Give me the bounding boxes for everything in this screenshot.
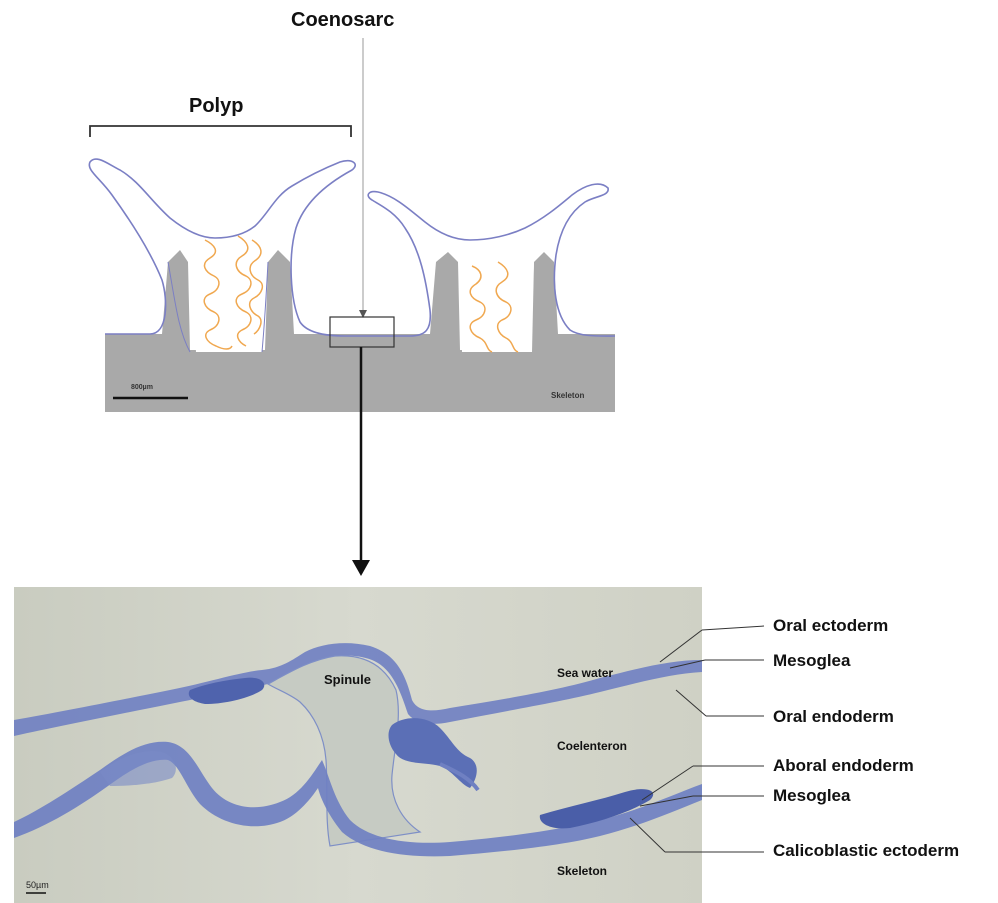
coelenteron-label: Coelenteron (557, 739, 627, 753)
polyp-cup-left (190, 262, 268, 352)
zoom-arrowhead (352, 560, 370, 576)
top-scale-label: 800µm (131, 384, 153, 391)
spinule-label: Spinule (324, 672, 371, 687)
top-skeleton-label: Skeleton (551, 391, 584, 400)
sea-water-label: Sea water (557, 666, 613, 680)
callout-mesoglea-upper: Mesoglea (773, 651, 850, 671)
callout-aboral-endoderm: Aboral endoderm (773, 756, 914, 776)
callout-oral-ectoderm: Oral ectoderm (773, 616, 888, 636)
coenosarc-label: Coenosarc (291, 9, 394, 32)
polyp-bracket (90, 126, 351, 137)
polyp-label: Polyp (189, 95, 243, 118)
callout-oral-endoderm: Oral endoderm (773, 707, 894, 727)
callout-calicoblastic-ectoderm: Calicoblastic ectoderm (773, 841, 959, 861)
leader-oral-ectoderm (702, 626, 764, 630)
micrograph-scale-label: 50µm (26, 880, 49, 890)
callout-mesoglea-lower: Mesoglea (773, 786, 850, 806)
polyp-cup-right (460, 262, 534, 352)
micrograph-skeleton-label: Skeleton (557, 864, 607, 878)
